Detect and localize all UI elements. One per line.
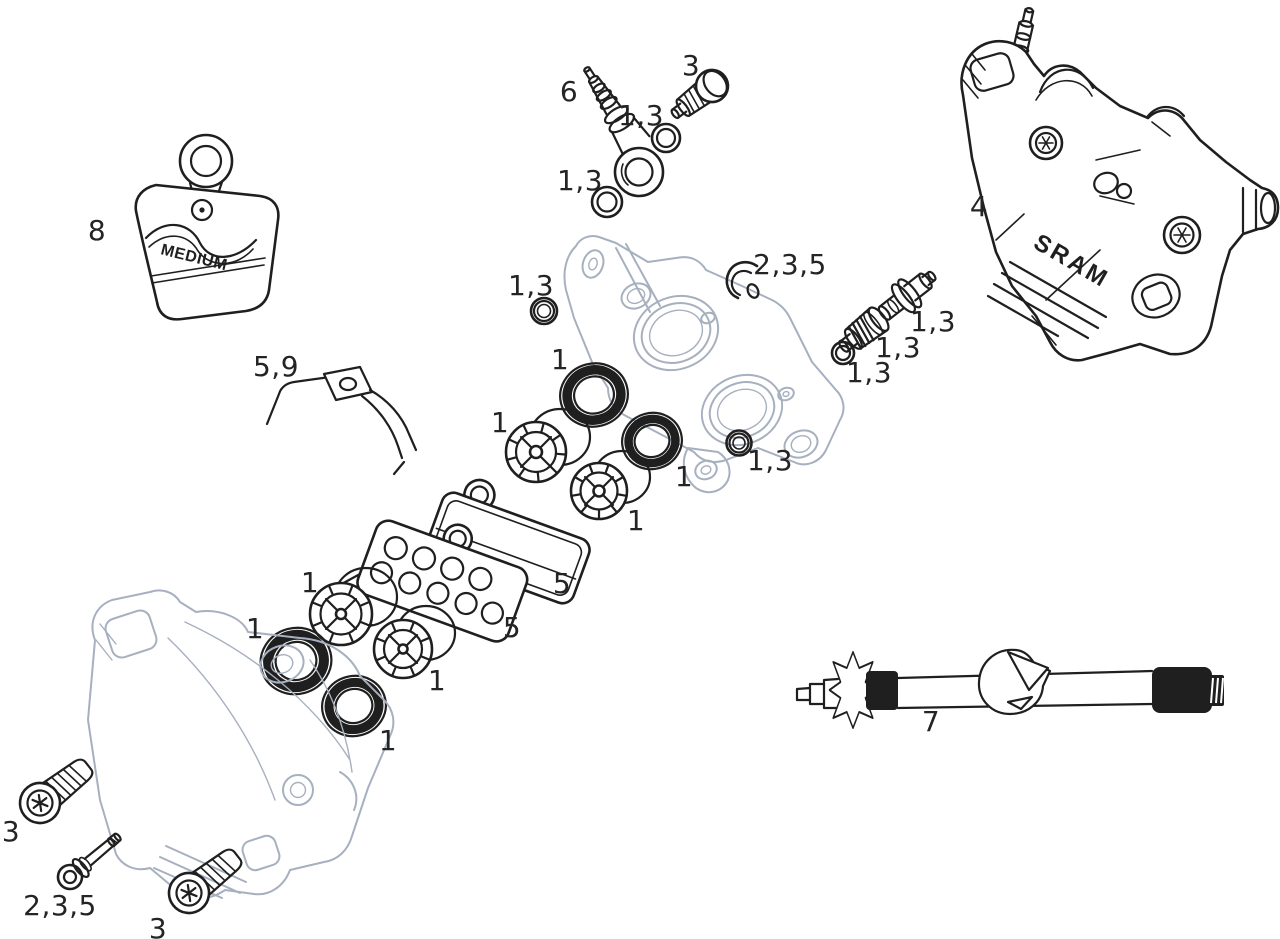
caliper-assembled: SRAM: [960, 7, 1280, 362]
small-o-ring-left: [529, 296, 559, 326]
caliper-piston: [569, 449, 652, 521]
callout-label: 3: [681, 49, 701, 82]
caliper-half-inner-ghost: [563, 235, 845, 494]
brake-pad-medium: MEDIUM: [134, 133, 280, 321]
callout-label: 1: [427, 664, 447, 697]
piston-seal: [321, 674, 387, 738]
callout-label: 3: [148, 912, 168, 939]
callout-label: 4: [969, 190, 989, 223]
callout-label: 1: [378, 724, 398, 757]
banjo-fitting: [583, 66, 665, 198]
callout-label: 1: [674, 460, 694, 493]
pad-pin-bolt: [56, 832, 122, 891]
mounting-bolt: [167, 848, 243, 915]
bleed-o-ring: [830, 340, 856, 366]
piston-seal: [621, 411, 683, 471]
caliper-piston: [504, 407, 592, 484]
hose-assembly: [795, 648, 1224, 730]
retaining-clip: [725, 260, 760, 300]
callout-label: 1,3: [507, 269, 555, 302]
callout-label: 1,3: [746, 444, 794, 477]
callout-label: 7: [921, 705, 941, 738]
caliper-piston: [372, 604, 457, 680]
banjo-o-ring-upper: [650, 122, 682, 154]
banjo-bolt: [670, 68, 730, 120]
callout-label: 1,3: [556, 164, 604, 197]
callout-label: 1: [550, 343, 570, 376]
callout-label: 1,3: [617, 99, 665, 132]
callout-label: 1,3: [845, 356, 893, 389]
callout-label: 5: [552, 567, 572, 600]
mounting-bolt: [18, 758, 94, 825]
callout-label: 2,3,5: [23, 889, 97, 922]
callout-label: 1,3: [874, 331, 922, 364]
callout-label: 1: [300, 566, 320, 599]
caliper-piston: [308, 566, 399, 647]
piston-seal: [559, 362, 629, 428]
callout-label: 6: [559, 75, 579, 108]
pad-spring: [265, 365, 418, 476]
callout-label: 1: [245, 612, 265, 645]
callout-label: 3: [1, 815, 21, 848]
callout-label: 2,3,5: [753, 248, 827, 281]
banjo-o-ring-lower: [590, 185, 624, 219]
bleed-fitting: [877, 270, 937, 321]
callout-label: 8: [87, 214, 107, 247]
callout-label: 5,9: [252, 350, 300, 383]
callout-label: 1,3: [909, 305, 957, 338]
brake-pad-vented: [356, 519, 529, 643]
callout-label: 1: [626, 504, 646, 537]
small-o-ring-right: [725, 429, 753, 457]
callout-label: 5: [502, 611, 522, 644]
callout-label: 1: [490, 406, 510, 439]
